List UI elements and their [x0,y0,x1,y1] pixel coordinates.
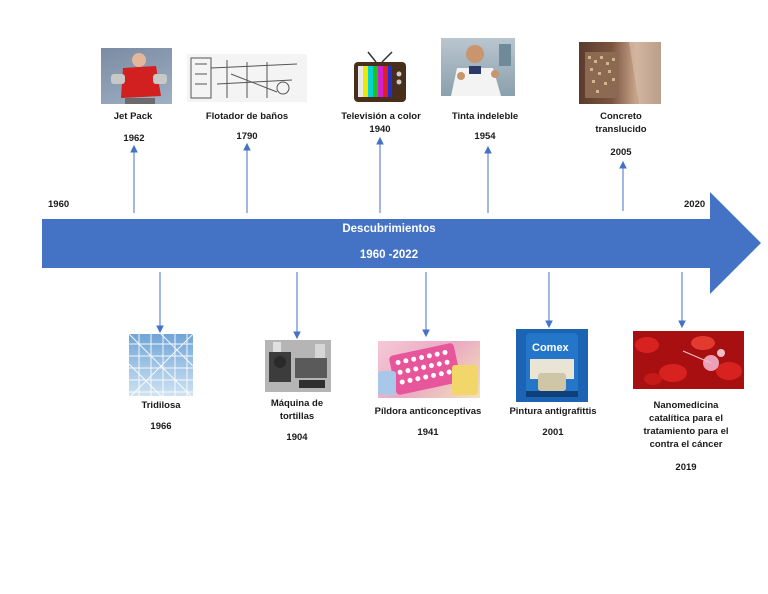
paint-can-photo: Comex [516,329,588,402]
connector-arrowhead [156,325,164,334]
event-label-flotador: Flotador de baños [205,111,289,122]
event-label-pildora: Píldora anticonceptivas [374,406,482,417]
event-year-nanomedicina: 2019 [675,462,697,473]
connector-arrowhead [422,329,430,338]
float-valve-drawing [187,54,307,102]
event-year-concreto: 2005 [610,147,632,158]
event-label-tridilosa: Tridilosa [141,400,181,411]
svg-text:Comex: Comex [532,342,570,354]
connector-arrowhead [619,160,627,169]
space-frame-photo [129,334,193,396]
timeline-arrow [42,192,761,294]
event-year-jet-pack: 1962 [123,133,145,144]
event-label-nanomedicina: Nanomedicina catalítica para el tratamie… [643,400,729,450]
timeline-title: Descubrimientos [342,223,436,235]
event-label-tinta: Tinta indeleble [451,111,519,122]
event-year-television: 1940 [369,124,391,135]
connector-arrowhead [243,142,251,151]
event-label-jet-pack: Jet Pack [113,111,153,122]
connector-arrowhead [376,136,384,145]
color-tv-photo [352,50,408,106]
event-label-pintura: Pintura antigrafittis [509,406,597,417]
event-year-pildora: 1941 [417,427,439,438]
event-label-television: Televisión a color [341,111,421,122]
event-year-tinta: 1954 [474,131,496,142]
connector-arrowhead [293,331,301,340]
event-label-maquina: Máquina de tortillas [270,398,324,422]
timeline-range: 1960 -2022 [359,249,419,261]
connector-arrowhead [484,145,492,154]
event-year-flotador: 1790 [236,131,258,142]
jet-pack-photo [101,48,172,104]
end-year: 2020 [684,199,706,210]
event-year-pintura: 2001 [542,427,564,438]
red-cells-photo [633,331,744,389]
start-year: 1960 [48,199,70,210]
event-label-concreto: Concreto translucido [595,111,647,135]
connector-arrowhead [545,320,553,329]
scientist-photo [441,38,515,96]
connector-arrowhead [678,320,686,329]
pill-packs-photo [378,341,480,398]
connector-arrowhead [130,144,138,153]
event-year-maquina: 1904 [286,432,308,443]
translucent-concrete-photo [579,42,661,104]
tortilla-machine-photo [265,340,331,392]
event-year-tridilosa: 1966 [150,421,172,432]
